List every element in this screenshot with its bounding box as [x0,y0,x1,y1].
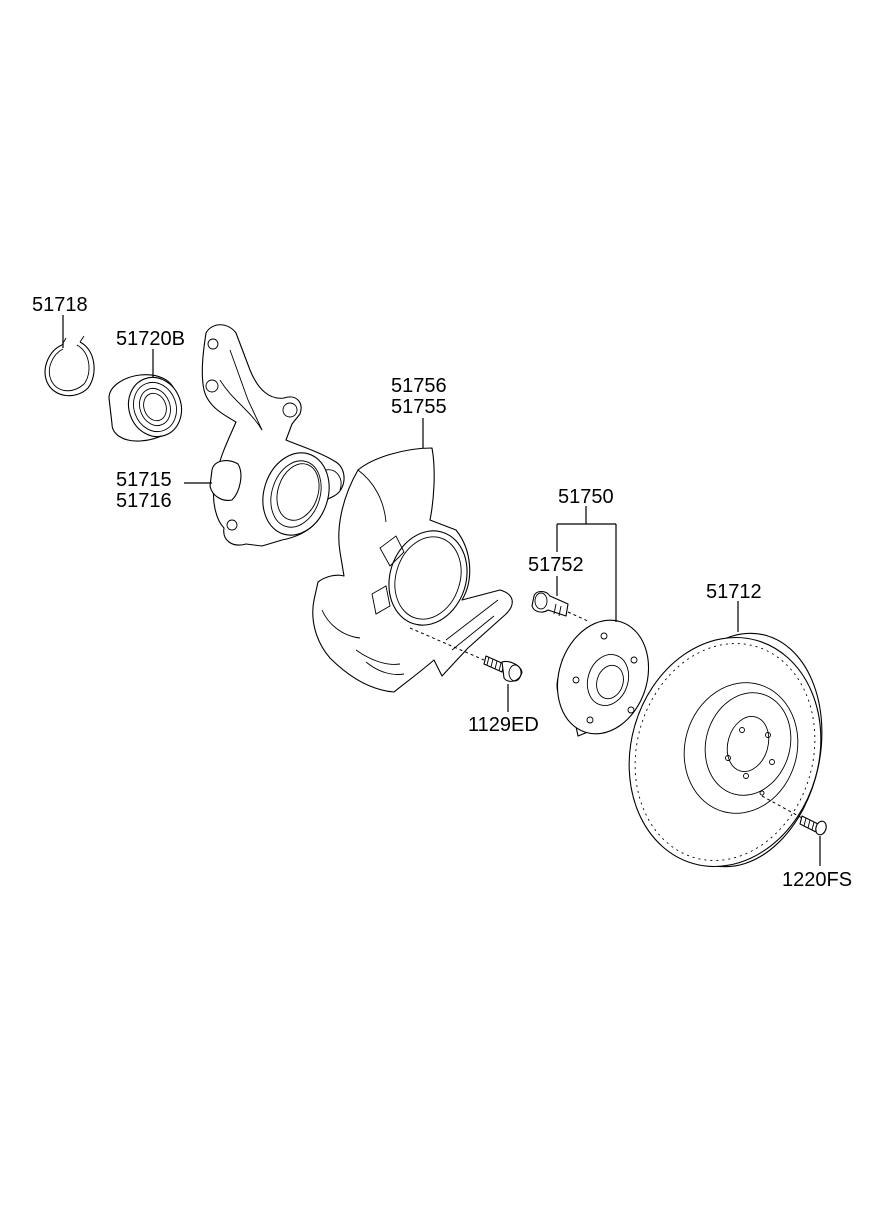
wheel-hub[interactable] [543,608,663,746]
disc-screw[interactable] [761,795,828,836]
label-dust-cover-a[interactable]: 51756 [391,375,447,397]
label-knuckle-lh[interactable]: 51715 [116,469,172,491]
label-disc-screw[interactable]: 1220FS [782,869,852,891]
label-bearing[interactable]: 51720B [116,328,185,350]
snap-ring[interactable] [44,335,95,397]
label-hub-bolt[interactable]: 51752 [528,554,584,576]
wheel-bearing[interactable] [108,370,190,444]
label-snap-ring[interactable]: 51718 [32,294,88,316]
label-knuckle-rh[interactable]: 51716 [116,490,172,512]
label-cover-bolt[interactable]: 1129ED [468,714,539,736]
steering-knuckle[interactable] [201,324,345,547]
cover-bolt[interactable] [409,627,523,682]
dust-cover[interactable] [312,447,513,693]
label-disc[interactable]: 51712 [706,581,762,603]
brake-disc[interactable] [603,615,848,890]
hub-bolt[interactable] [531,590,591,623]
label-dust-cover-b[interactable]: 51755 [391,396,447,418]
label-hub-assy[interactable]: 51750 [558,486,614,508]
